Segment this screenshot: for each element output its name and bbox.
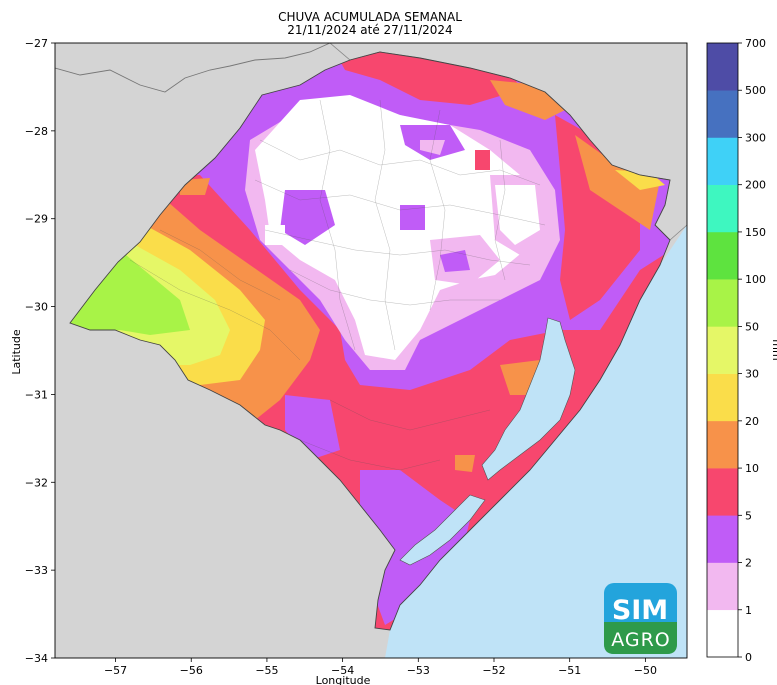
colorbar-tick-label: 30 xyxy=(745,368,759,381)
y-axis: −27 −28 −29 −30 −31 −32 −33 −34 xyxy=(25,37,55,665)
colorbar-segment xyxy=(707,231,738,280)
x-axis-label: Longitude xyxy=(316,674,371,685)
colorbar-tick-label: 20 xyxy=(745,415,759,428)
x-tick-label: −51 xyxy=(558,664,581,677)
colorbar-tick-label: 700 xyxy=(745,37,766,50)
sim-agro-logo: SIM AGRO xyxy=(604,583,677,654)
x-axis: −57 −56 −55 −54 −53 −52 −51 −50 xyxy=(104,658,657,677)
x-tick-label: −54 xyxy=(331,664,354,677)
colorbar-segment xyxy=(707,562,738,611)
colorbar: 0 1 2 5 10 20 30 50 100 150 200 300 500 700 xyxy=(706,37,766,664)
logo-text-agro: AGRO xyxy=(611,629,671,651)
colorbar-segment xyxy=(707,515,738,563)
x-tick-label: −55 xyxy=(255,664,278,677)
map-title: CHUVA ACUMULADA SEMANAL xyxy=(278,10,462,24)
colorbar-unit-label: mm xyxy=(770,339,777,360)
colorbar-tick-label: 0 xyxy=(745,651,752,664)
colorbar-segment xyxy=(707,43,738,91)
colorbar-segment xyxy=(707,468,738,516)
colorbar-tick-label: 150 xyxy=(745,226,766,239)
colorbar-segment xyxy=(707,279,738,327)
colorbar-segment xyxy=(707,326,738,374)
colorbar-segment xyxy=(707,90,738,138)
x-tick-label: −56 xyxy=(180,664,203,677)
y-tick-label: −33 xyxy=(25,564,48,577)
y-tick-label: −32 xyxy=(25,476,48,489)
x-tick-label: −50 xyxy=(634,664,657,677)
colorbar-segment xyxy=(707,420,738,469)
colorbar-frame xyxy=(706,42,739,658)
colorbar-tick-label: 50 xyxy=(745,320,759,333)
colorbar-tick-label: 5 xyxy=(745,509,752,522)
colorbar-tick-label: 500 xyxy=(745,84,766,97)
colorbar-segment xyxy=(707,137,738,185)
lagoa-mirim xyxy=(399,494,486,566)
plot-frame xyxy=(54,42,688,659)
colorbar-tick-label: 2 xyxy=(745,557,752,570)
colorbar-tick-label: 10 xyxy=(745,462,759,475)
y-tick-label: −30 xyxy=(25,301,48,314)
map-subtitle: 21/11/2024 até 27/11/2024 xyxy=(287,23,453,37)
ocean xyxy=(385,225,687,658)
colorbar-tick-label: 300 xyxy=(745,131,766,144)
logo-text-sim: SIM xyxy=(612,595,668,626)
colorbar-segment xyxy=(707,184,738,233)
y-tick-label: −28 xyxy=(25,125,48,138)
colorbar-tick-label: 200 xyxy=(745,179,766,192)
colorbar-tick-label: 100 xyxy=(745,273,766,286)
x-tick-label: −53 xyxy=(407,664,430,677)
y-axis-label: Latitude xyxy=(10,329,23,375)
x-tick-label: −57 xyxy=(104,664,127,677)
country-border xyxy=(55,43,331,93)
x-tick-label: −52 xyxy=(482,664,505,677)
colorbar-tick-label: 1 xyxy=(745,604,752,617)
municipal-borders xyxy=(129,99,546,471)
y-tick-label: −31 xyxy=(25,388,48,401)
y-tick-label: −27 xyxy=(25,37,48,50)
map-area xyxy=(55,43,687,658)
y-tick-label: −34 xyxy=(25,652,48,665)
lagoa-dos-patos xyxy=(481,317,576,481)
colorbar-segment xyxy=(707,373,738,422)
y-tick-label: −29 xyxy=(25,213,48,226)
colorbar-segment xyxy=(707,609,738,658)
